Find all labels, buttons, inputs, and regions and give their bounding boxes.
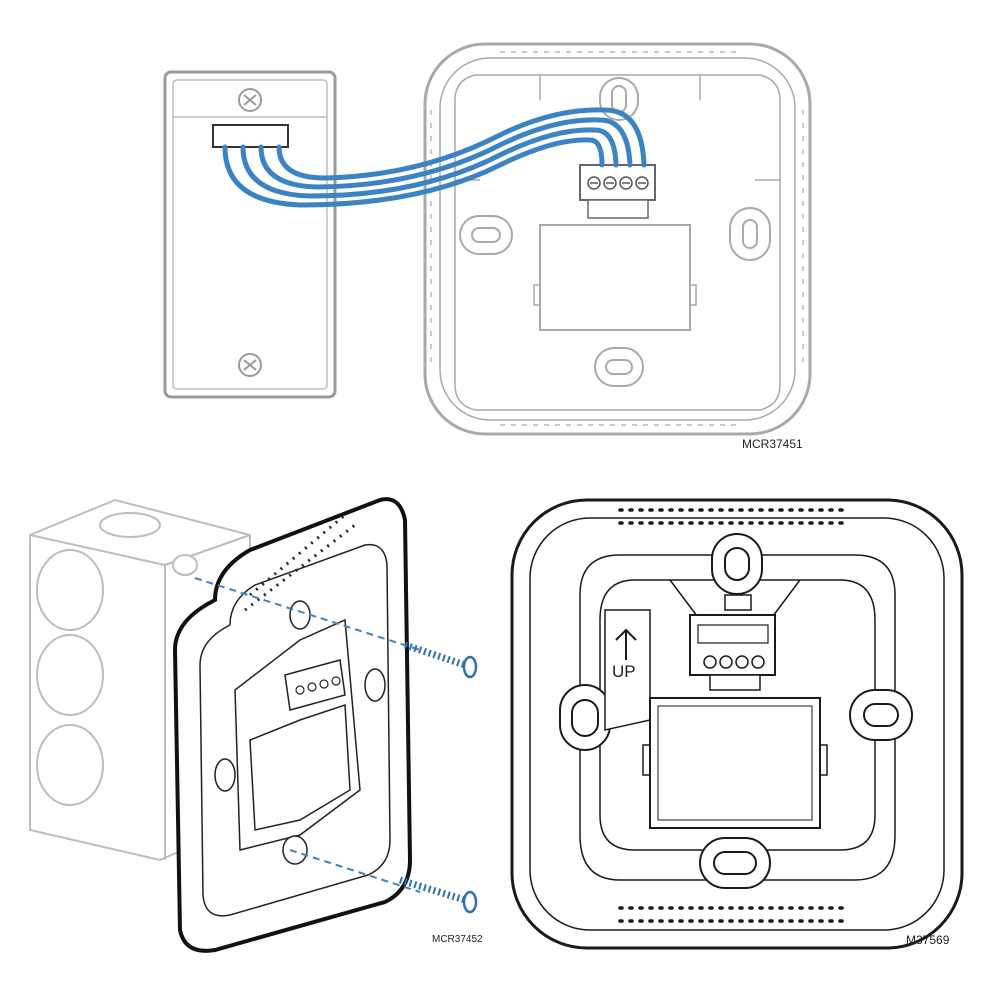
- figure-code: MCR37451: [742, 437, 803, 451]
- screw-icon: [238, 88, 262, 112]
- mounting-slot-top: [711, 533, 763, 595]
- mounting-screw-icon: [398, 876, 478, 914]
- terminal-block: [689, 594, 776, 691]
- up-label: UP: [612, 662, 636, 681]
- mounting-slot-bottom: [594, 347, 644, 387]
- mounting-screw-icon: [403, 641, 478, 679]
- terminal-block: [579, 164, 656, 219]
- figure-bottom-right: UP M37569: [500, 490, 1000, 960]
- terminal-block: [284, 659, 346, 711]
- cover-plate: [172, 497, 413, 953]
- mounting-slot-bottom: [699, 837, 771, 889]
- mounting-slot-right: [729, 207, 771, 261]
- figure-top: MCR37451: [0, 0, 1000, 470]
- figure-bottom-left: MCR37452: [0, 490, 500, 960]
- mounting-slot-right: [849, 689, 913, 741]
- figure-code: M37569: [906, 933, 950, 947]
- subbase-back: [423, 42, 812, 436]
- junction-box-mounting-diagram: MCR37452: [29, 497, 483, 953]
- screw-icon: [238, 353, 262, 377]
- up-indicator: UP: [604, 609, 651, 731]
- wall-box-to-subbase-diagram: MCR37451: [163, 42, 812, 451]
- wall-plate: [163, 70, 337, 399]
- figure-code: MCR37452: [432, 934, 483, 945]
- subbase-front-diagram: UP M37569: [510, 498, 964, 950]
- wire-bundle: [222, 107, 647, 208]
- up-arrow-icon: [615, 628, 637, 660]
- mounting-slot-left: [459, 215, 513, 255]
- mounting-slot-left: [559, 684, 611, 751]
